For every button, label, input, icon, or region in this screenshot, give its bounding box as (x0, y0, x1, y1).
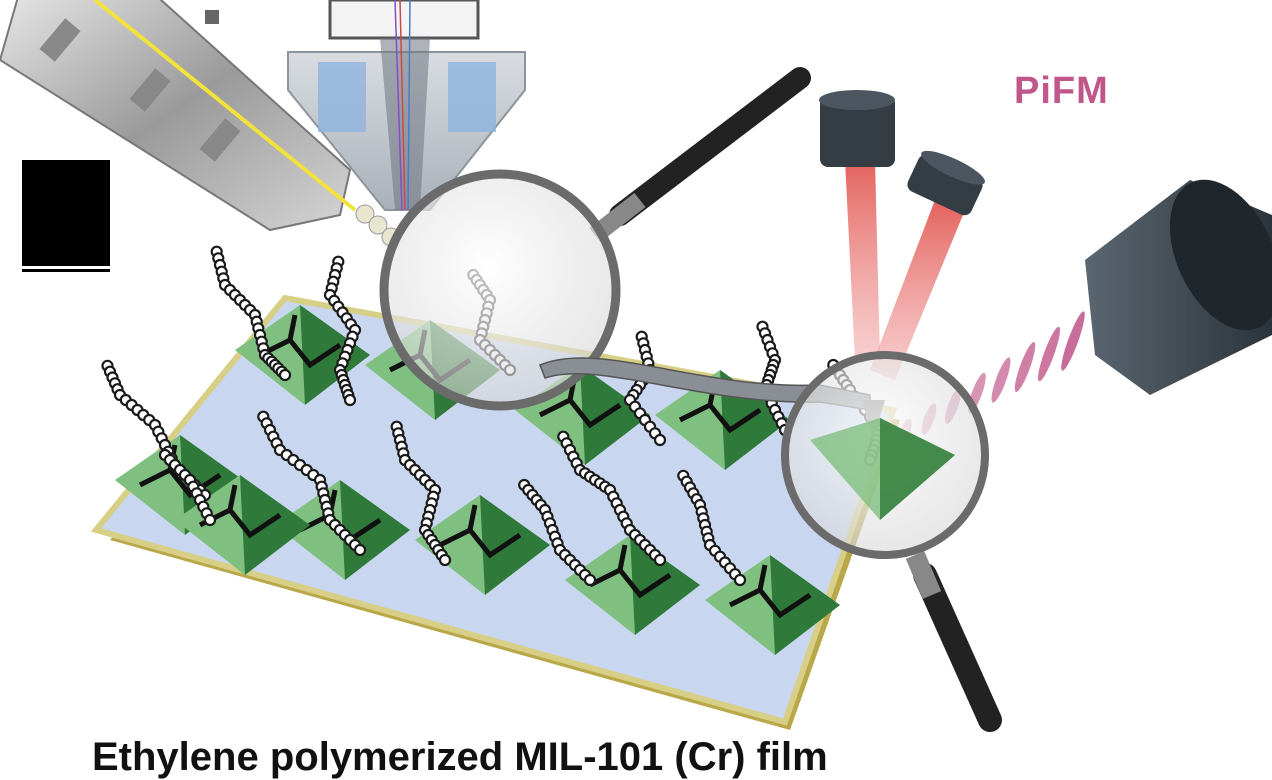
black-panel (22, 160, 110, 269)
electron-gun-icon (0, 0, 401, 247)
polymer-bead (353, 543, 367, 557)
laser-head-icon (819, 90, 985, 380)
magnifier-icon-right (781, 351, 1002, 732)
polymer-bead (583, 573, 597, 587)
polymer-bead (733, 573, 747, 587)
polymer-bead (438, 553, 452, 567)
polymer-bead (278, 368, 292, 382)
wave-arc (991, 357, 1011, 403)
wave-arc (1061, 311, 1085, 371)
figure-caption: Ethylene polymerized MIL-101 (Cr) film (92, 735, 828, 779)
pifm-label: PiFM (1014, 70, 1109, 112)
wave-arc (1038, 326, 1060, 382)
magnifier-icon-left (379, 67, 811, 411)
mof-crystal (235, 305, 370, 405)
polymer-bead (203, 513, 217, 527)
detector-icon (1085, 179, 1272, 395)
polymer-bead (343, 393, 357, 407)
wave-arc (1014, 342, 1036, 392)
mof-crystal (565, 535, 700, 635)
mof-crystal (415, 495, 550, 595)
objective-lens-icon (287, 0, 526, 211)
mof-crystal (175, 475, 310, 575)
polymer-bead (653, 433, 667, 447)
polymer-bead (653, 553, 667, 567)
